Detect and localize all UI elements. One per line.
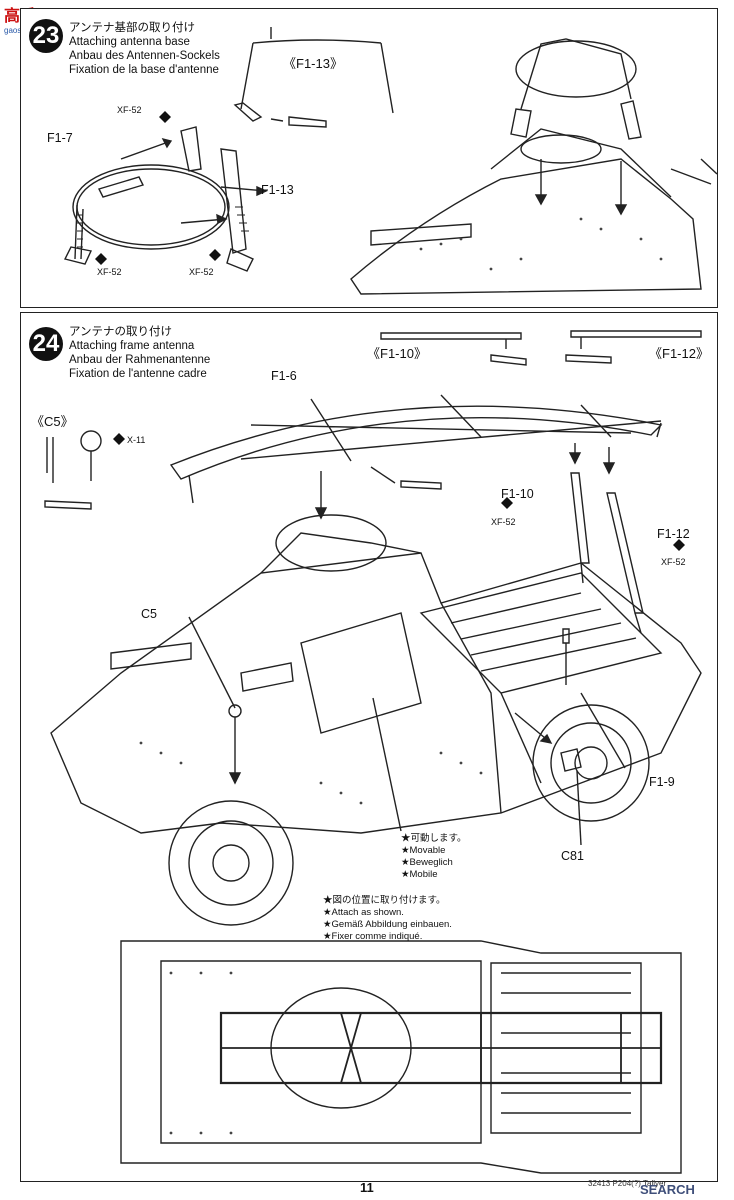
step-title-block: アンテナの取り付け Attaching frame antenna Anbau … (69, 325, 210, 381)
title-de: Anbau des Antennen-Sockels (69, 50, 220, 62)
part-label-f1-7: F1-7 (47, 131, 73, 145)
paint-label-xf-52: XF-52 (189, 267, 214, 277)
part-label-f1-10: F1-10 (501, 487, 534, 501)
page-number: 11 (360, 1180, 374, 1195)
title-en: Attaching antenna base (69, 36, 190, 48)
part-sprue-label-c5: 《C5》 (31, 414, 74, 429)
part-sprue-label-f1-12: 《F1-12》 (649, 346, 709, 361)
attach-as-shown-note: ★図の位置に取り付けます。 ★Attach as shown. ★Gemäß A… (323, 895, 452, 942)
title-de: Anbau der Rahmenantenne (69, 354, 211, 366)
paint-label-xf-52: XF-52 (491, 517, 516, 527)
paint-label-x-11: X-11 (127, 435, 146, 445)
title-fr: Fixation de la base d'antenne (69, 64, 219, 76)
part-sprue-label-f1-10: 《F1-10》 (367, 346, 427, 361)
paint-label-xf-52: XF-52 (117, 105, 142, 115)
part-label-f1-6: F1-6 (271, 369, 297, 383)
part-label-f1-12: F1-12 (657, 527, 690, 541)
part-label-f1-9: F1-9 (649, 775, 675, 789)
step-23-illustration (63, 27, 717, 295)
step-24-illustration (44, 330, 702, 1174)
footer-code: 32413 P204(?) Tallyer (588, 1179, 667, 1188)
movable-note: ★可動します。 ★Movable ★Beweglich ★Mobile (401, 833, 467, 880)
paint-label-xf-52: XF-52 (97, 267, 122, 277)
watermark-bottom: SEARCH (640, 1182, 695, 1197)
title-en: Attaching frame antenna (69, 340, 195, 352)
part-label-c81: C81 (561, 849, 584, 863)
step-number-badge: 23 (29, 19, 63, 53)
step-title-block: アンテナ基部の取り付け Attaching antenna base Anbau… (69, 21, 220, 77)
part-label-f1-13: F1-13 (261, 183, 294, 197)
step-23-panel: 23 アンテナ基部の取り付け Attaching antenna base An… (20, 8, 718, 308)
title-jp: アンテナの取り付け (69, 326, 173, 338)
part-label-c5: C5 (141, 607, 157, 621)
part-sprue-label-f1-13: 《F1-13》 (283, 56, 343, 71)
paint-label-xf-52: XF-52 (661, 557, 686, 567)
title-fr: Fixation de l'antenne cadre (69, 368, 207, 380)
title-jp: アンテナ基部の取り付け (69, 22, 196, 34)
step-24-panel: 24 アンテナの取り付け Attaching frame antenna Anb… (20, 312, 718, 1182)
step-number-badge: 24 (29, 327, 63, 361)
